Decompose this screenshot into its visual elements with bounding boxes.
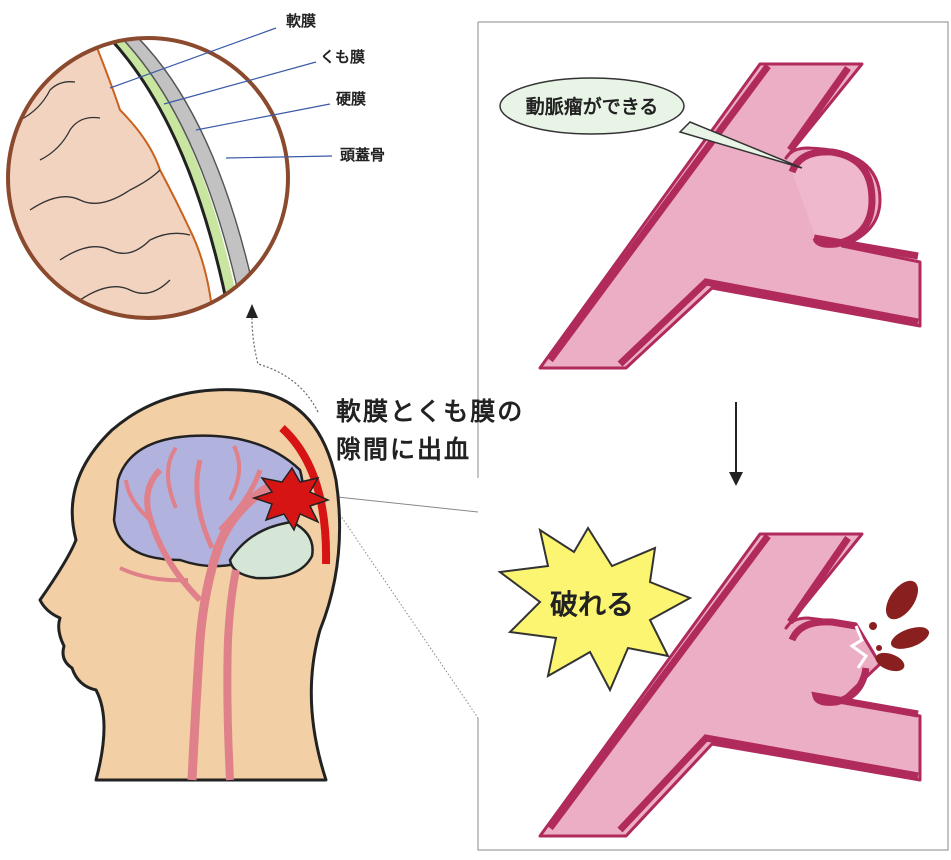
aneurysm-label: 動脈瘤ができる: [526, 95, 659, 118]
caption-line-2: 隙間に出血: [336, 435, 471, 464]
rupture-label: 破れる: [550, 588, 634, 621]
caption-line-1: 軟膜とくも膜の: [336, 397, 524, 426]
magnified-membranes: [0, 30, 300, 330]
head-profile: [40, 390, 340, 780]
label-pia-mater: 軟膜: [286, 12, 316, 30]
label-arachnoid: くも膜: [320, 48, 365, 66]
label-dura-mater: 硬膜: [336, 90, 366, 108]
down-arrow-icon: [729, 402, 743, 486]
bleeding-caption: 軟膜とくも膜の 隙間に出血: [336, 397, 524, 464]
label-skull: 頭蓋骨: [340, 146, 385, 164]
explosion-icon: 破れる: [500, 528, 690, 690]
blood-drop-icon: [869, 575, 932, 675]
